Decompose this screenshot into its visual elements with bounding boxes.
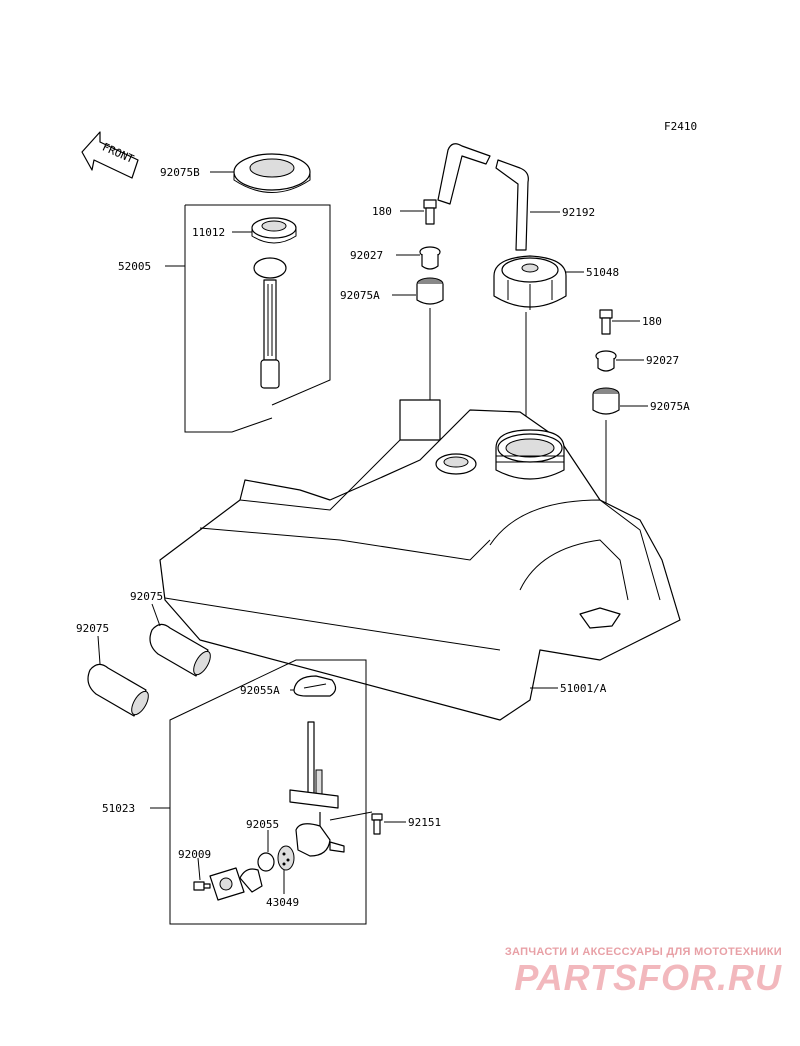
label-92055: 92055 xyxy=(246,818,279,831)
watermark: ЗАПЧАСТИ И АКСЕССУАРЫ ДЛЯ МОТОТЕХНИКИ PA… xyxy=(505,946,782,998)
valve-plate xyxy=(209,867,245,901)
watermark-logo: PARTSFOR.RU xyxy=(514,957,782,998)
figure-code: F2410 xyxy=(664,120,697,133)
label-11012: 11012 xyxy=(192,226,225,239)
collar-92027-right xyxy=(595,350,617,372)
collar-92027-left xyxy=(419,246,441,270)
o-ring-92055 xyxy=(257,852,275,872)
label-51048: 51048 xyxy=(586,266,619,279)
fuel-tank-51001A xyxy=(159,399,681,721)
label-92009: 92009 xyxy=(178,848,211,861)
valve-lever xyxy=(239,868,263,893)
breather-hose-92192 xyxy=(437,143,529,251)
label-51023: 51023 xyxy=(102,802,135,815)
sleeve-92075-lower xyxy=(87,663,149,717)
label-92027-right: 92027 xyxy=(646,354,679,367)
label-92075-upper: 92075 xyxy=(130,590,163,603)
label-180-right: 180 xyxy=(642,315,662,328)
label-52005: 52005 xyxy=(118,260,151,273)
fuel-valve-51023 xyxy=(289,721,345,857)
fuel-cap-51048 xyxy=(493,255,567,310)
label-92192: 92192 xyxy=(562,206,595,219)
label-180-top: 180 xyxy=(372,205,392,218)
grommet-92075A-right xyxy=(592,387,620,415)
gasket-92055A xyxy=(293,675,337,697)
label-92055A: 92055A xyxy=(240,684,280,697)
fuel-gauge-52005 xyxy=(253,257,287,389)
label-51001A: 51001/A xyxy=(560,682,607,695)
filter-43049 xyxy=(277,845,295,871)
watermark-tagline: ЗАПЧАСТИ И АКСЕССУАРЫ ДЛЯ МОТОТЕХНИКИ xyxy=(504,946,782,958)
grommet-92075A-left xyxy=(416,277,444,305)
grommet-92075B xyxy=(233,153,311,193)
label-92075B: 92075B xyxy=(160,166,200,179)
screw-92151 xyxy=(371,813,383,835)
screw-92009 xyxy=(193,881,211,891)
sleeve-92075-upper xyxy=(149,623,211,677)
bolt-180-top xyxy=(423,199,437,225)
label-92075A-left: 92075A xyxy=(340,289,380,302)
bolt-180-right xyxy=(599,309,613,335)
label-92151: 92151 xyxy=(408,816,441,829)
front-direction-arrow: FRONT xyxy=(81,131,139,179)
label-92075-lower: 92075 xyxy=(76,622,109,635)
label-92027-left: 92027 xyxy=(350,249,383,262)
label-43049: 43049 xyxy=(266,896,299,909)
ring-11012 xyxy=(251,217,297,244)
label-92075A-right: 92075A xyxy=(650,400,690,413)
